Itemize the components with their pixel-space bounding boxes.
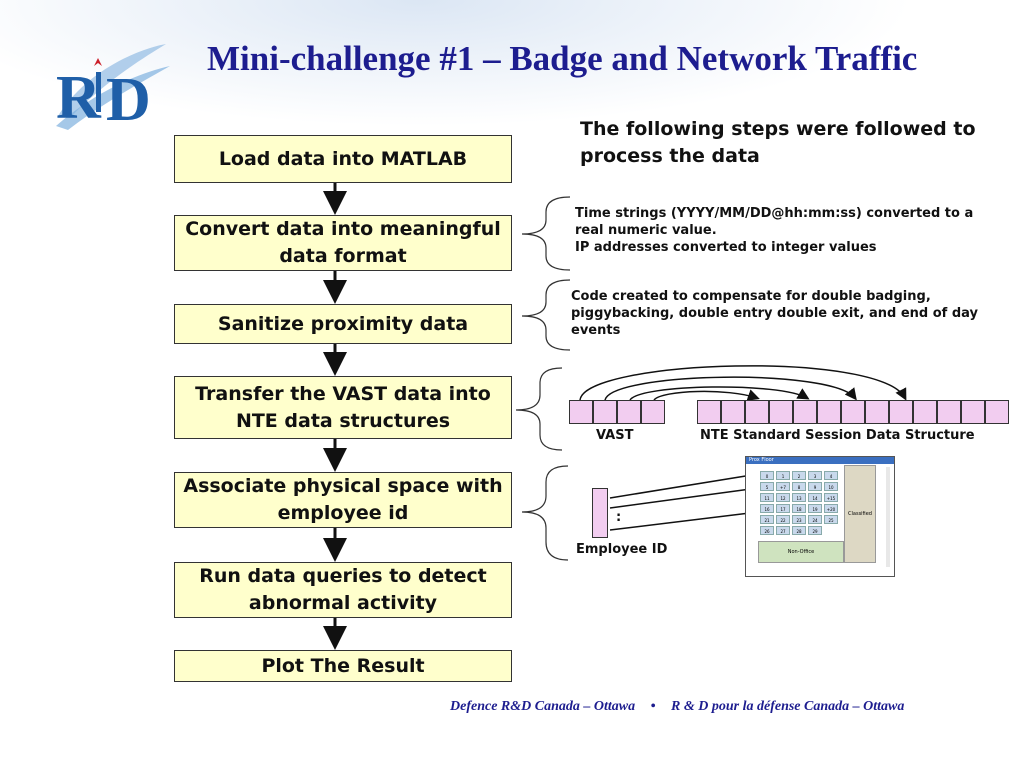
vast-cell [569,400,593,424]
screen-cell: 28 [792,526,806,535]
vast-label: VAST [596,428,634,443]
screen-cell: 27 [776,526,790,535]
nte-cell [793,400,817,424]
nte-cell [913,400,937,424]
intro-text: The following steps were followed to pro… [580,118,976,167]
screen-cell: 29 [808,526,822,535]
screen-cell: 22 [776,515,790,524]
step-transfer: Transfer the VAST data into NTE data str… [174,376,512,439]
footer-separator: • [650,699,656,714]
vast-cell [593,400,617,424]
slide-title: Mini-challenge #1 – Badge and Network Tr… [207,39,918,78]
screen-cell: 19 [808,504,822,513]
screen-cell: 18 [792,504,806,513]
screen-cell: 17 [776,504,790,513]
nte-cell [769,400,793,424]
screen-cell: +7 [776,482,790,491]
screen-cell: 0 [760,471,774,480]
nte-cell [817,400,841,424]
step-convert-data: Convert data into meaningful data format [174,215,512,271]
step-sanitize: Sanitize proximity data [174,304,512,344]
note-sanitize: Code created to compensate for double ba… [571,289,979,338]
brace-sanitize [521,279,571,351]
drdc-logo: R D [56,44,170,134]
employee-id-label: Employee ID [576,542,668,557]
vast-cells [569,400,665,424]
nte-cell [889,400,913,424]
mapping-arrow-4 [653,389,760,401]
screen-cell: 11 [760,493,774,502]
employee-arrow-2 [609,483,761,509]
mapping-arrow-3 [629,386,810,401]
screen-cell: 9 [808,482,822,491]
brace-convert [521,196,571,271]
screen-cell: 4 [824,471,838,480]
employee-arrow-1 [609,469,761,499]
mapping-arrow-2 [604,376,857,401]
employee-id-box [592,488,608,538]
employee-arrow-3 [609,507,761,531]
nte-cell [745,400,769,424]
screen-cell: 23 [792,515,806,524]
nte-cell [985,400,1009,424]
screen-cell: 5 [760,482,774,491]
footer-left: Defence R&D Canada – Ottawa [450,699,636,714]
nte-cell [865,400,889,424]
nte-cell [841,400,865,424]
screen-scrollbar [886,467,890,567]
screen-classified: Classified [844,465,876,563]
screen-cell: 24 [808,515,822,524]
screen-cell: 26 [760,526,774,535]
note-convert-line1: Time strings (YYYY/MM/DD@hh:mm:ss) conve… [575,206,974,238]
vast-cell [641,400,665,424]
nte-cell [937,400,961,424]
note-convert-line2: IP addresses converted to integer values [575,240,877,255]
step-load-data: Load data into MATLAB [174,135,512,183]
screen-cell: 21 [760,515,774,524]
svg-text:R: R [56,64,102,132]
screen-cell: +20 [824,504,838,513]
nte-cell [721,400,745,424]
footer: Defence R&D Canada – Ottawa • R & D pour… [450,699,1010,715]
svg-text:D: D [106,66,151,134]
screen-cell: 1 [776,471,790,480]
screen-cell: 12 [776,493,790,502]
screen-cell: 10 [824,482,838,491]
ellipsis-dots: : [616,510,622,525]
footer-right: R & D pour la défense Canada – Ottawa [671,699,905,714]
step-run-queries: Run data queries to detect abnormal acti… [174,562,512,618]
screen-cell: 14 [808,493,822,502]
nte-cell [961,400,985,424]
screen-cell: 13 [792,493,806,502]
screen-nonoffice: Non-Office [758,541,844,563]
screen-cell: 16 [760,504,774,513]
brace-associate [521,465,569,561]
screen-cell: 3 [808,471,822,480]
screen-cell: 25 [824,515,838,524]
mapping-arrow-1 [579,365,907,401]
vast-cell [617,400,641,424]
brace-transfer [515,367,563,451]
screen-cell: +15 [824,493,838,502]
step-associate: Associate physical space with employee i… [174,472,512,528]
screen-cell: 2 [792,471,806,480]
nte-cell [697,400,721,424]
nte-cells [697,400,1009,424]
step-plot: Plot The Result [174,650,512,682]
header-background [0,0,1024,200]
nte-label: NTE Standard Session Data Structure [700,428,975,443]
screen-cell: 8 [792,482,806,491]
note-convert: Time strings (YYYY/MM/DD@hh:mm:ss) conve… [575,205,995,256]
screen-titlebar: Prox Floor [746,457,894,464]
